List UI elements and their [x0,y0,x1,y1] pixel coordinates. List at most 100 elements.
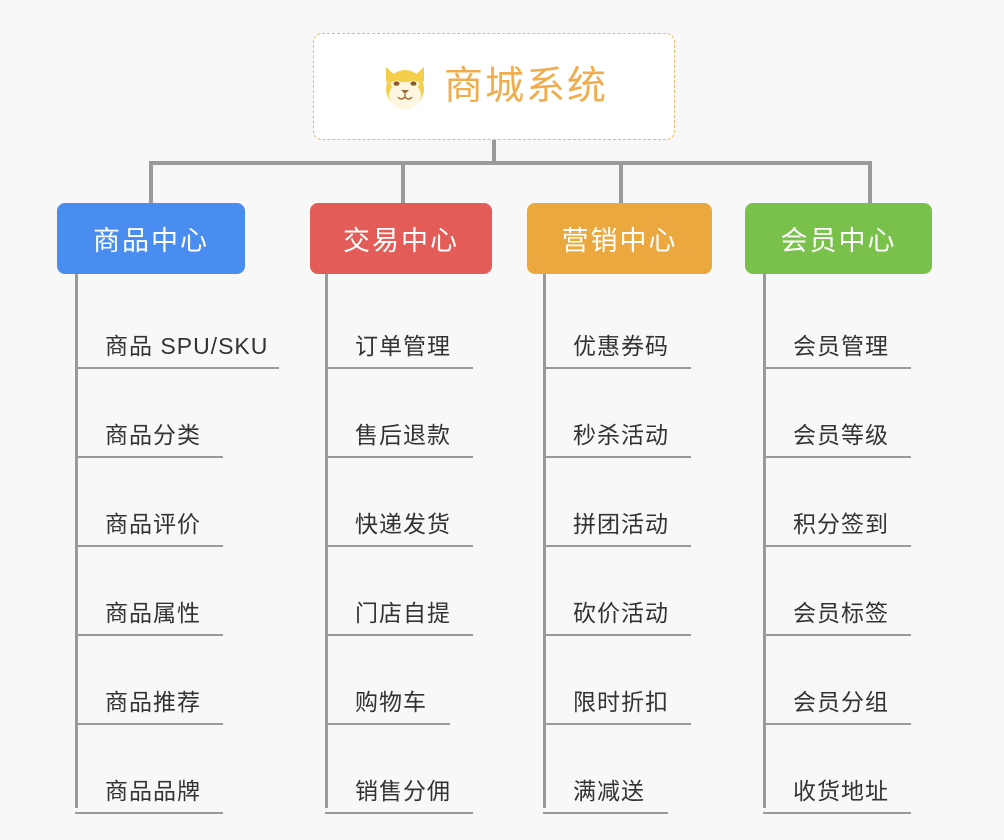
leaf-label: 售后退款 [355,422,451,448]
leaf-label: 商品属性 [105,600,201,626]
leaf-underline [543,634,691,636]
leaf-item[interactable]: 商品品牌 [57,725,245,814]
root-title: 商城系统 [443,65,608,108]
leaf-item[interactable]: 门店自提 [310,547,492,636]
leaf-item[interactable]: 满减送 [527,725,712,814]
leaf-underline [75,367,279,369]
leaf-underline [543,545,691,547]
leaf-item[interactable]: 会员管理 [745,280,932,369]
branch-trunk [75,274,78,808]
leaf-label: 限时折扣 [573,689,669,715]
leaf-underline [543,812,668,814]
leaf-underline [763,634,911,636]
branch-trunk [763,274,766,808]
leaf-label: 商品品牌 [105,778,201,804]
leaf-item[interactable]: 销售分佣 [310,725,492,814]
branch-header-marketing-center[interactable]: 营销中心 [527,203,712,274]
leaf-underline [543,456,691,458]
connector-drop-member-center [868,161,872,205]
branch-header-label: 营销中心 [561,226,678,256]
leaf-underline [75,812,223,814]
connector-horizontal-bus [149,161,872,165]
connector-drop-product-center [149,161,153,205]
leaf-label: 会员等级 [793,422,889,448]
leaf-item[interactable]: 会员标签 [745,547,932,636]
leaf-underline [325,723,450,725]
leaf-item[interactable]: 会员分组 [745,636,932,725]
leaf-label: 积分签到 [793,511,889,537]
branch-header-label: 商品中心 [93,226,209,256]
leaf-item[interactable]: 限时折扣 [527,636,712,725]
leaf-item[interactable]: 秒杀活动 [527,369,712,458]
leaf-label: 优惠券码 [573,333,669,359]
leaf-underline [543,367,691,369]
leaf-item[interactable]: 商品推荐 [57,636,245,725]
branch-body-trade-center: 订单管理 售后退款 快递发货 门店自提 购物车 销售分佣 [310,274,492,814]
leaf-item[interactable]: 积分签到 [745,458,932,547]
leaf-underline [75,723,223,725]
leaf-underline [325,812,473,814]
leaf-item[interactable]: 商品分类 [57,369,245,458]
leaf-underline [75,634,223,636]
branch-body-member-center: 会员管理 会员等级 积分签到 会员标签 会员分组 收货地址 [745,274,932,814]
leaf-item[interactable]: 商品 SPU/SKU [57,280,279,369]
leaf-underline [325,456,473,458]
connector-drop-marketing-center [619,161,623,205]
branch-header-trade-center[interactable]: 交易中心 [310,203,492,274]
leaf-underline [763,723,911,725]
branch-member-center: 会员中心 会员管理 会员等级 积分签到 会员标签 会员分组 [745,203,932,814]
leaf-underline [763,367,911,369]
leaf-label: 快递发货 [355,511,451,537]
leaf-label: 会员管理 [793,333,889,359]
leaf-underline [325,634,473,636]
leaf-underline [763,812,911,814]
leaf-label: 销售分佣 [355,778,451,804]
leaf-underline [75,545,223,547]
leaf-label: 拼团活动 [573,511,669,537]
leaf-label: 商品推荐 [105,689,201,715]
branch-body-marketing-center: 优惠券码 秒杀活动 拼团活动 砍价活动 限时折扣 满减送 [527,274,712,814]
leaf-label: 商品评价 [105,511,201,537]
leaf-label: 商品 SPU/SKU [105,333,269,359]
branch-trunk [325,274,328,808]
leaf-underline [763,456,911,458]
branch-header-member-center[interactable]: 会员中心 [745,203,932,274]
branch-header-label: 会员中心 [780,226,897,256]
leaf-label: 会员分组 [793,689,889,715]
leaf-underline [763,545,911,547]
leaf-item[interactable]: 拼团活动 [527,458,712,547]
leaf-item[interactable]: 售后退款 [310,369,492,458]
leaf-item[interactable]: 砍价活动 [527,547,712,636]
branch-product-center: 商品中心 商品 SPU/SKU 商品分类 商品评价 商品属性 商品推荐 [57,203,279,814]
leaf-underline [75,456,223,458]
branch-trade-center: 交易中心 订单管理 售后退款 快递发货 门店自提 购物车 [310,203,492,814]
leaf-item[interactable]: 购物车 [310,636,492,725]
leaf-label: 秒杀活动 [573,422,669,448]
leaf-underline [325,545,473,547]
leaf-item[interactable]: 会员等级 [745,369,932,458]
root-node[interactable]: 商城系统 [313,33,675,140]
leaf-label: 收货地址 [793,778,889,804]
connector-root-stem [492,140,496,165]
leaf-underline [325,367,473,369]
leaf-item[interactable]: 商品属性 [57,547,245,636]
leaf-item[interactable]: 快递发货 [310,458,492,547]
leaf-label: 购物车 [355,689,427,715]
leaf-label: 会员标签 [793,600,889,626]
branch-header-label: 交易中心 [343,226,459,256]
branch-header-product-center[interactable]: 商品中心 [57,203,245,274]
leaf-item[interactable]: 订单管理 [310,280,492,369]
leaf-label: 订单管理 [355,333,451,359]
leaf-underline [543,723,691,725]
leaf-label: 门店自提 [355,600,451,626]
leaf-item[interactable]: 优惠券码 [527,280,712,369]
leaf-label: 商品分类 [105,422,201,448]
branch-marketing-center: 营销中心 优惠券码 秒杀活动 拼团活动 砍价活动 限时折扣 [527,203,712,814]
leaf-item[interactable]: 收货地址 [745,725,932,814]
leaf-item[interactable]: 商品评价 [57,458,245,547]
leaf-label: 满减送 [573,778,645,804]
shiba-dog-face-icon [380,64,430,110]
branch-body-product-center: 商品 SPU/SKU 商品分类 商品评价 商品属性 商品推荐 商品品牌 [57,274,279,814]
leaf-label: 砍价活动 [573,600,669,626]
